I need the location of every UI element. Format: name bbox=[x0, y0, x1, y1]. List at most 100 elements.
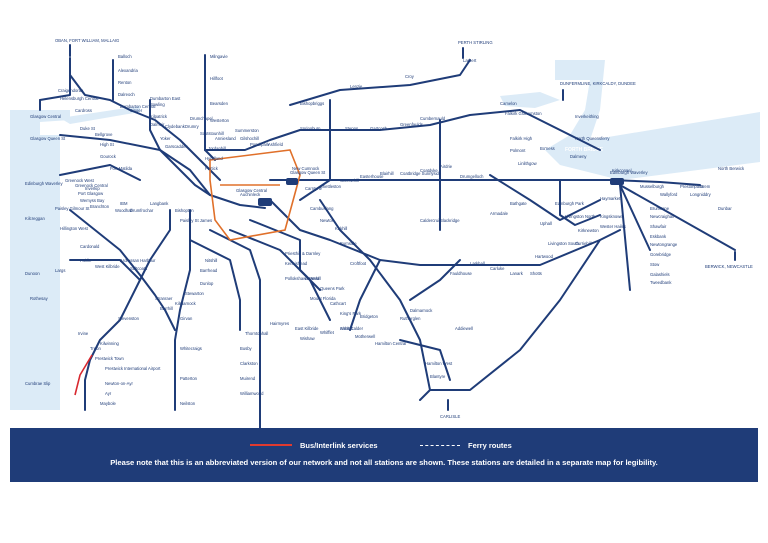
station-label[interactable]: Bathgate bbox=[510, 201, 527, 206]
station-label[interactable]: Gourock bbox=[100, 154, 117, 159]
station-label[interactable]: Lenzie bbox=[350, 84, 363, 89]
station-label[interactable]: Paisley Gilmour St bbox=[55, 206, 90, 211]
station-label[interactable]: Larbert bbox=[463, 58, 477, 63]
station-label[interactable]: Wester Hailes bbox=[600, 224, 626, 229]
station-label[interactable]: Wishaw bbox=[300, 336, 316, 341]
station-label[interactable]: Greenock West bbox=[65, 178, 95, 183]
station-label[interactable]: Kirkconnel bbox=[612, 168, 632, 173]
station-label[interactable]: Burnside bbox=[340, 241, 357, 246]
station-label[interactable]: Falkirk High bbox=[510, 136, 533, 141]
station-label[interactable]: Singer bbox=[130, 108, 143, 113]
station-label[interactable]: Thorntonhall bbox=[245, 331, 268, 336]
station-label[interactable]: Newton-on-Ayr bbox=[105, 381, 133, 386]
station-label[interactable]: Patterton bbox=[180, 376, 198, 381]
station-label[interactable]: Paisley St James bbox=[180, 218, 212, 223]
station-label[interactable]: Woodhall bbox=[115, 208, 132, 213]
station-label[interactable]: Saltcoats bbox=[130, 266, 147, 271]
station-label[interactable]: Shettleston bbox=[320, 184, 342, 189]
station-label[interactable]: Galashiels bbox=[650, 272, 670, 277]
station-label[interactable]: Dunoon bbox=[25, 271, 40, 276]
station-label[interactable]: Kirknewton bbox=[578, 228, 599, 233]
station-label[interactable]: Dalmuir bbox=[150, 122, 165, 127]
station-label[interactable]: Langbank bbox=[150, 201, 169, 206]
station-label[interactable]: Cathcart bbox=[330, 301, 347, 306]
station-label[interactable]: Priesthill & Darnley bbox=[285, 251, 321, 256]
station-label[interactable]: Bearsden bbox=[210, 101, 229, 106]
station-label[interactable]: Newtongrange bbox=[650, 242, 678, 247]
station-label[interactable]: Milngavie bbox=[210, 54, 228, 59]
station-label[interactable]: Armadale bbox=[490, 211, 509, 216]
station-label[interactable]: Brunstane bbox=[650, 206, 670, 211]
station-label[interactable]: Rothesay bbox=[30, 296, 49, 301]
station-label[interactable]: Hyndland bbox=[205, 156, 223, 161]
station-label[interactable]: Carluke bbox=[490, 266, 505, 271]
station-label[interactable]: Prestwick Town bbox=[95, 356, 124, 361]
station-label[interactable]: Queens Park bbox=[320, 286, 345, 291]
station-label[interactable]: Polmont bbox=[510, 148, 526, 153]
station-label[interactable]: Drem bbox=[700, 184, 711, 189]
station-label[interactable]: Summerston bbox=[235, 128, 259, 133]
station-label[interactable]: Drumry bbox=[185, 124, 200, 129]
station-label[interactable]: Crosshill bbox=[305, 276, 321, 281]
station-label[interactable]: Eskbank bbox=[650, 234, 667, 239]
station-label[interactable]: Dalmarnock bbox=[410, 308, 433, 313]
station-label[interactable]: Renton bbox=[118, 80, 132, 85]
station-label[interactable]: Coatdyke bbox=[420, 168, 438, 173]
station-label[interactable]: Barrhill bbox=[160, 306, 173, 311]
station-label[interactable]: Clydebank bbox=[165, 124, 186, 129]
station-label[interactable]: Springburn bbox=[300, 126, 321, 131]
station-label[interactable]: Garscadden bbox=[165, 144, 188, 149]
station-label[interactable]: Lanark bbox=[510, 271, 524, 276]
station-label[interactable]: Newcraighall bbox=[650, 214, 674, 219]
station-label[interactable]: Addiewell bbox=[455, 326, 473, 331]
station-label[interactable]: Kingsknowe bbox=[600, 214, 623, 219]
station-label[interactable]: Coatbridge Sunnyside bbox=[400, 171, 442, 176]
station-label[interactable]: Gorebridge bbox=[650, 252, 672, 257]
station-label[interactable]: Prestwick International Airport bbox=[105, 366, 161, 371]
station-label[interactable]: Stow bbox=[650, 262, 660, 267]
station-label[interactable]: Airbles bbox=[340, 326, 353, 331]
station-label[interactable]: Greenfaulds bbox=[400, 122, 423, 127]
station-label[interactable]: Blackridge bbox=[440, 218, 460, 223]
station-label[interactable]: Gilshochill bbox=[240, 136, 259, 141]
station-label[interactable]: Kilwinning bbox=[100, 341, 120, 346]
station-label[interactable]: Carntyne bbox=[305, 186, 323, 191]
station-label[interactable]: Longniddry bbox=[690, 192, 712, 197]
station-label[interactable]: Bishopbriggs bbox=[300, 101, 324, 106]
station-label[interactable]: Girvan bbox=[180, 316, 193, 321]
station-label[interactable]: Stewarton bbox=[185, 291, 205, 296]
station-label[interactable]: Bo'ness bbox=[540, 146, 555, 151]
station-label[interactable]: Shotts bbox=[530, 271, 542, 276]
station-label[interactable]: Clarkston bbox=[240, 361, 258, 366]
station-label[interactable]: Ayr bbox=[105, 391, 112, 396]
station-label[interactable]: Troon bbox=[90, 346, 101, 351]
station-label[interactable]: East Kilbride bbox=[295, 326, 319, 331]
station-label[interactable]: Easterhouse bbox=[360, 174, 384, 179]
station-label[interactable]: Dalmeny bbox=[570, 154, 587, 159]
station-label[interactable]: West Kilbride bbox=[95, 264, 120, 269]
station-label[interactable]: Dunlop bbox=[200, 281, 214, 286]
station-label[interactable]: Whitecraigs bbox=[180, 346, 202, 351]
station-label[interactable]: Bowling bbox=[150, 102, 165, 107]
station-label[interactable]: Port Glasgow bbox=[78, 191, 104, 196]
station-label[interactable]: Glasgow Central bbox=[30, 114, 61, 119]
station-label[interactable]: North Berwick bbox=[718, 166, 745, 171]
station-label[interactable]: Blairhill bbox=[380, 171, 394, 176]
station-label[interactable]: Westerton bbox=[210, 118, 230, 123]
station-label[interactable]: Motherwell bbox=[355, 334, 375, 339]
station-label[interactable]: Gartcosh bbox=[370, 126, 388, 131]
station-label[interactable]: Cardonald bbox=[80, 244, 100, 249]
station-label[interactable]: Busby bbox=[240, 346, 253, 351]
station-label[interactable]: Blantyre bbox=[430, 374, 446, 379]
station-label[interactable]: Hartwood bbox=[535, 254, 554, 259]
station-label[interactable]: Hillfoot bbox=[210, 76, 224, 81]
station-label[interactable]: Bishopton bbox=[175, 208, 194, 213]
station-label[interactable]: Inverkeithing bbox=[575, 114, 599, 119]
station-label[interactable]: Dunbar bbox=[718, 206, 732, 211]
station-label[interactable]: Tweedbank bbox=[650, 280, 672, 285]
station-label[interactable]: Stranraer bbox=[155, 296, 173, 301]
station-label[interactable]: Bellgrove bbox=[95, 132, 113, 137]
station-label[interactable]: Anniesland bbox=[215, 136, 236, 141]
station-label[interactable]: Larkhall bbox=[470, 261, 485, 266]
station-label[interactable]: Yoker bbox=[160, 136, 171, 141]
